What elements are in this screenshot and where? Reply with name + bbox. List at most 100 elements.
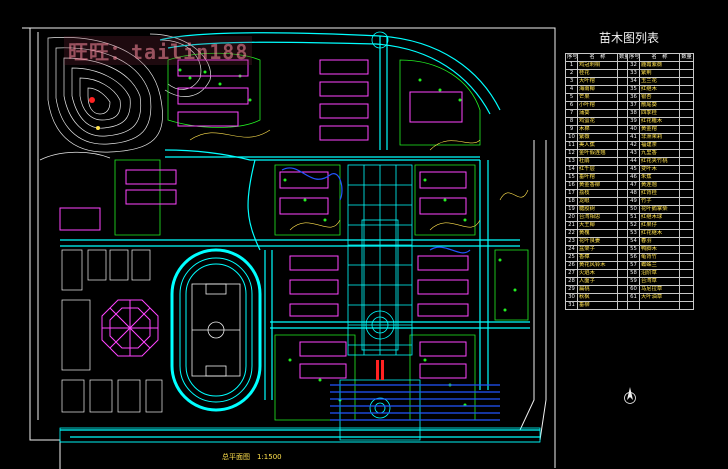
species-table-cell: 32 [627, 61, 640, 70]
species-table-cell: 红花夹竹桃 [639, 157, 680, 166]
road-network [60, 32, 540, 438]
species-table-cell: 28 [565, 277, 578, 286]
species-table-cell: 朱蕉 [639, 173, 680, 182]
green-belts [114, 52, 529, 421]
species-table-cell: 36 [627, 93, 640, 102]
species-table-cell: 花叶良姜 [577, 237, 618, 246]
species-table-cell [679, 245, 694, 254]
species-table-cell [617, 101, 628, 110]
species-table-cell: 大叶油草 [639, 293, 680, 302]
species-table-cell [679, 173, 694, 182]
species-table-cell: 44 [627, 157, 640, 166]
species-table-cell: 40 [627, 125, 640, 134]
species-table-cell [617, 253, 628, 262]
species-table-cell [617, 189, 628, 198]
species-table-cell: 47 [627, 181, 640, 190]
species-table-cell [679, 213, 694, 222]
species-table-cell [617, 69, 628, 78]
species-table-cell: 31 [565, 301, 578, 310]
species-table-cell: 16 [565, 181, 578, 190]
species-table-cell: 14 [565, 165, 578, 174]
species-table-cell: 玉兰花 [639, 77, 680, 86]
species-table-cell [679, 61, 694, 70]
species-table-cell: 3 [565, 77, 578, 86]
species-table-cell [679, 101, 694, 110]
species-table-cell: 24 [565, 245, 578, 254]
species-table-cell: 15 [565, 173, 578, 182]
species-table-cell: 18 [565, 197, 578, 206]
species-table-cell: 17 [565, 189, 578, 198]
octagon-gym [101, 299, 159, 357]
species-table-cell: 10 [565, 133, 578, 142]
species-table-cell [679, 269, 694, 278]
species-table-cell: 61 [627, 293, 640, 302]
parking-strips [330, 384, 500, 421]
species-table-cell: 黄金榕 [639, 125, 680, 134]
species-table-cell: 29 [565, 285, 578, 294]
species-table-cell: 50 [627, 205, 640, 214]
species-table-cell: 海南椰 [577, 85, 618, 94]
species-table-cell: 荔枝 [577, 189, 618, 198]
species-table-cell: 21 [565, 221, 578, 230]
species-table-cell: 盆架子 [577, 245, 618, 254]
species-table-cell [617, 125, 628, 134]
species-table-cell: 红继木 [639, 85, 680, 94]
species-table-cell: 小叶榕 [577, 101, 618, 110]
species-table-cell: 黄槐 [577, 229, 618, 238]
species-table-cell: 黄花风铃木 [577, 261, 618, 270]
species-table-cell [617, 197, 628, 206]
species-table-cell: 59 [627, 277, 640, 286]
species-table-cell: 26 [565, 261, 578, 270]
species-table-cell: 红背桂 [639, 189, 680, 198]
species-table-cell: 非洲茉莉 [639, 133, 680, 142]
species-table-cell [679, 149, 694, 158]
legend-title: 苗木图列表 [598, 31, 659, 45]
species-table-cell [617, 301, 628, 310]
species-table-cell: 变叶木 [639, 165, 680, 174]
species-table-cell: 紫荆 [639, 69, 680, 78]
species-table-header-cell: 名 称 [577, 53, 618, 62]
species-table-cell: 58 [627, 269, 640, 278]
species-table-cell [679, 165, 694, 174]
species-table-cell [617, 245, 628, 254]
species-table-cell [617, 141, 628, 150]
species-table-cell: 花叶鹅掌柴 [639, 205, 680, 214]
species-table-cell [679, 189, 694, 198]
buildings [59, 59, 469, 379]
species-table-cell [679, 109, 694, 118]
species-table-cell [617, 173, 628, 182]
species-table-header-cell: 序号 [565, 53, 578, 62]
site-boundary [22, 27, 556, 469]
species-table-cell: 台湾相思 [577, 213, 618, 222]
species-table-cell: 竹子 [639, 197, 680, 206]
species-table-cell: 11 [565, 141, 578, 150]
species-table-cell: 7 [565, 109, 578, 118]
species-table-header-cell: 数量 [679, 53, 694, 62]
running-track [170, 248, 262, 412]
hill-marker [89, 97, 95, 103]
garden-paths [189, 129, 529, 231]
species-table-cell [679, 237, 694, 246]
species-table-cell [617, 109, 628, 118]
species-table-cell: 6 [565, 101, 578, 110]
species-table-cell: 45 [627, 165, 640, 174]
species-table-cell: 马尼拉草 [639, 285, 680, 294]
south-band [59, 427, 541, 443]
species-table-cell: 12 [565, 149, 578, 158]
species-table-cell: 蒲葵 [577, 109, 618, 118]
drawing-scale-label: 总平面图 1:1500 [222, 453, 282, 461]
species-table-cell: 9 [565, 125, 578, 134]
species-table-cell: 大王椰 [577, 221, 618, 230]
